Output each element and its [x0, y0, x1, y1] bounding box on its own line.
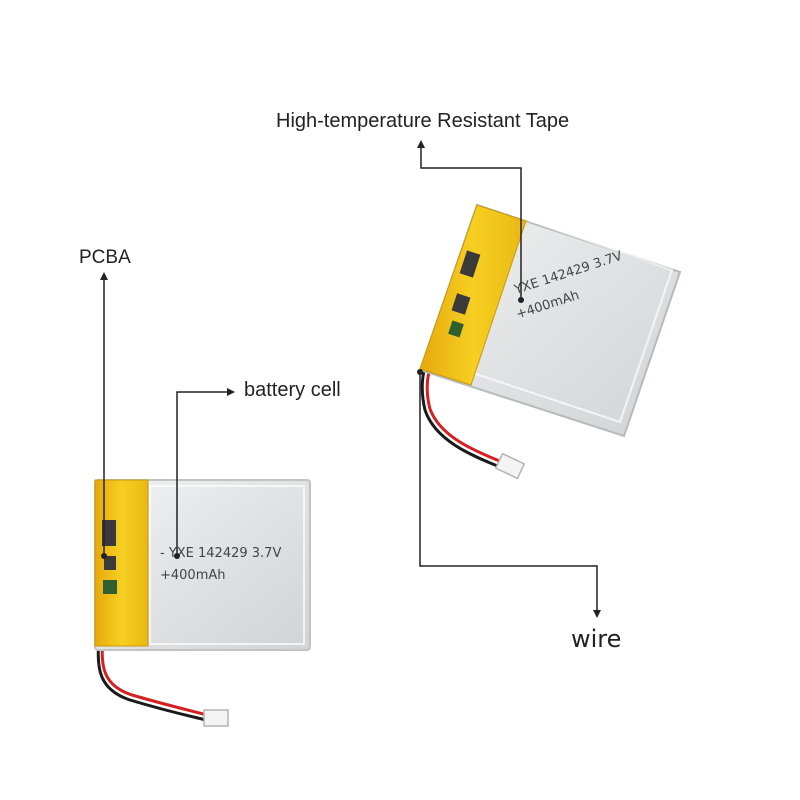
pcba-chip [104, 556, 116, 570]
pcba-chip [459, 250, 481, 278]
pcba-chip [448, 320, 464, 338]
battery-front-print-2: +400mAh [160, 568, 226, 583]
tape-strip [419, 204, 527, 386]
battery-front-print-1: - YXE 142429 3.7V [160, 546, 281, 561]
black-wire [96, 639, 211, 723]
tape-label: High-temperature Resistant Tape [276, 110, 570, 132]
pcba-chip [451, 293, 471, 315]
wire-callout [419, 372, 601, 618]
wire-label: wire [571, 625, 622, 653]
battery-rear: YXE 142429 3.7V +400mAh [418, 203, 682, 480]
callout-dots [101, 297, 524, 559]
battery-cell-callout [176, 388, 235, 556]
callout-lines [100, 140, 601, 618]
connector [203, 709, 229, 727]
pcba-chip [103, 580, 117, 594]
tape-callout [417, 140, 522, 300]
connector [494, 452, 526, 480]
battery-cell-label: battery cell [244, 379, 341, 401]
pcba-label: PCBA [79, 247, 131, 268]
battery-front: - YXE 142429 3.7V +400mAh [94, 479, 311, 727]
tape-strip [94, 479, 149, 647]
red-wire [100, 639, 212, 718]
pcba-chip [102, 520, 116, 546]
